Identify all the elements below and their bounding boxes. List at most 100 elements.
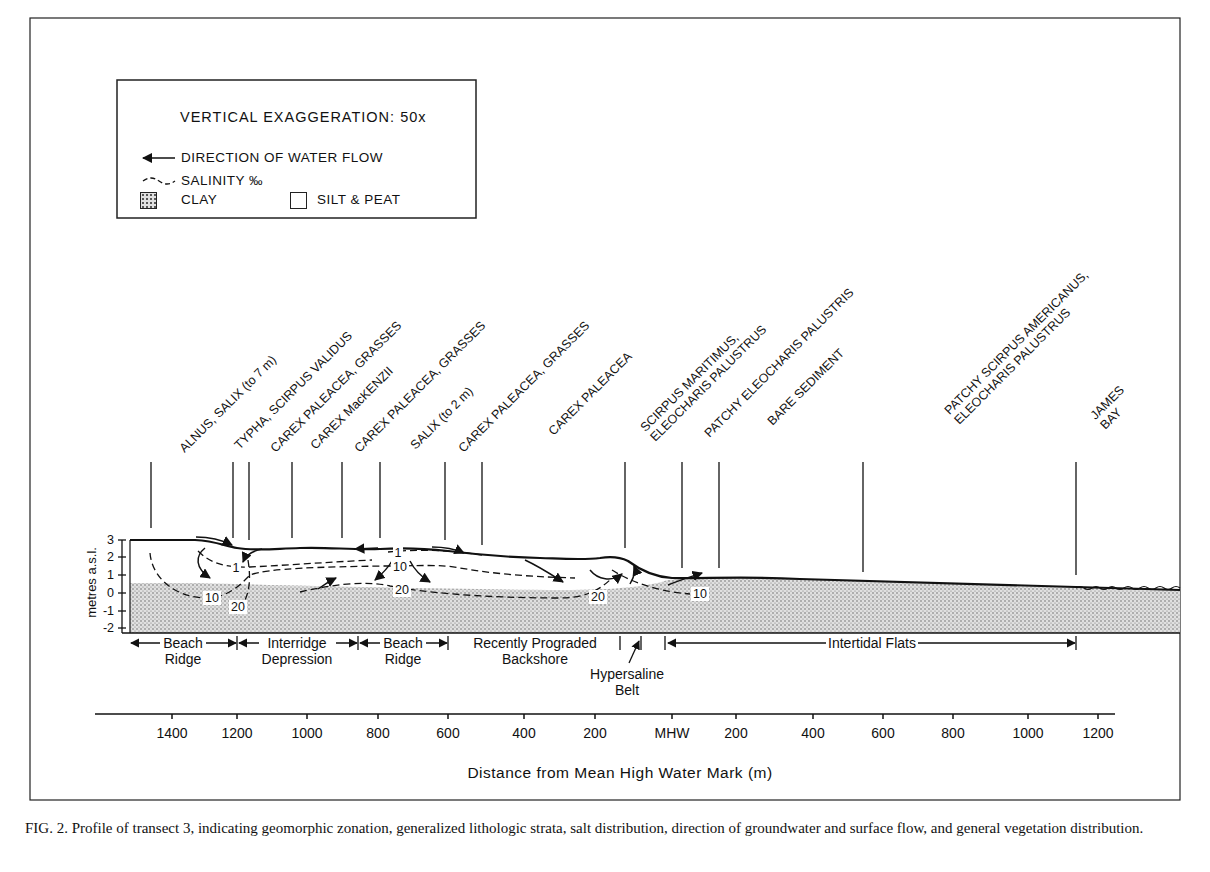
flow-arrow [668, 573, 702, 585]
zone-boundary [640, 636, 641, 650]
zone-label: Recently Prograded Backshore [470, 635, 600, 667]
axis-tick [306, 714, 308, 719]
flow-arrow [318, 578, 336, 589]
vegetation-tick [862, 462, 863, 572]
salinity-contour [300, 578, 612, 598]
flow-arrow [590, 570, 622, 579]
axis-tick [118, 627, 126, 628]
salinity-value: 1 [393, 546, 404, 560]
zone-label: Interridge Depression [259, 635, 336, 667]
zone-label: Beach Ridge [160, 635, 206, 667]
vegetation-tick [718, 462, 719, 568]
axis-tick-label: -1 [103, 604, 114, 618]
legend-label: DIRECTION OF WATER FLOW [181, 150, 383, 166]
axis-tick [1097, 714, 1099, 719]
zone-label: Beach Ridge [380, 635, 426, 667]
axis-tick-label: 3 [107, 533, 114, 547]
legend-swatch [140, 192, 157, 209]
axis-tick [447, 714, 449, 719]
axis-tick [118, 574, 126, 575]
salinity-value: 20 [393, 583, 411, 597]
salinity-value: 10 [203, 591, 221, 605]
axis-tick-label: MHW [655, 725, 690, 741]
axis-tick [118, 539, 126, 540]
axis-line [95, 713, 1115, 715]
flow-arrow [525, 560, 563, 582]
axis-line [121, 540, 122, 633]
axis-tick [377, 714, 379, 719]
legend-label: SALINITY ‰ [181, 173, 263, 189]
axis-tick-label: -2 [103, 621, 114, 635]
flow-arrow [375, 561, 392, 580]
zone-label: Intertidal Flats [826, 635, 918, 651]
figure-caption: FIG. 2. Profile of transect 3, indicatin… [25, 817, 1190, 840]
axis-title: metres a.s.l. [85, 547, 100, 618]
axis-tick [1027, 714, 1029, 719]
vegetation-tick [481, 462, 482, 545]
vegetation-tick [444, 462, 445, 540]
legend-box [117, 80, 476, 218]
vegetation-tick [232, 462, 233, 538]
vegetation-label: ALNUS, SALIX (to 7 m) [177, 352, 280, 455]
axis-title: Distance from Mean High Water Mark (m) [467, 764, 772, 782]
axis-tick-label: 1200 [221, 725, 252, 741]
zone-boundary [447, 636, 448, 650]
salinity-value: 20 [589, 590, 607, 604]
axis-tick [671, 714, 673, 719]
axis-tick [735, 714, 737, 719]
ground-surface [130, 540, 1180, 590]
flow-arrow [355, 548, 378, 549]
axis-tick-label: 400 [801, 725, 824, 741]
vegetation-tick [291, 462, 292, 538]
zone-boundary [619, 636, 620, 650]
salinity-value: 10 [691, 587, 709, 601]
salinity-contour [198, 551, 372, 567]
axis-tick-label: 800 [366, 725, 389, 741]
axis-tick [118, 610, 126, 611]
flow-arrow [630, 566, 635, 584]
flow-arrow [198, 548, 210, 578]
flow-arrow [243, 549, 262, 562]
axis-tick-label: 1200 [1082, 725, 1113, 741]
axis-tick-label: 1000 [1012, 725, 1043, 741]
flow-arrow [432, 547, 464, 553]
zone-label: Hypersaline Belt [587, 666, 667, 698]
axis-tick-label: 1 [107, 568, 114, 582]
salinity-line-sample [143, 178, 175, 184]
flow-arrow-sample [143, 157, 175, 159]
vegetation-tick [1075, 462, 1076, 575]
axis-tick [812, 714, 814, 719]
axis-tick-label: 200 [583, 725, 606, 741]
x-axis [95, 714, 1115, 719]
axis-tick [118, 556, 126, 557]
vegetation-label: CAREX PALEACEA [546, 349, 635, 438]
legend-label: SILT & PEAT [317, 192, 401, 208]
axis-tick-label: 1000 [291, 725, 322, 741]
axis-tick-label: 1400 [156, 725, 187, 741]
salinity-value: 20 [229, 600, 247, 614]
y-axis [118, 540, 126, 633]
profile-base [122, 632, 1180, 634]
axis-tick [118, 592, 126, 593]
zone-boundary [236, 636, 237, 650]
axis-tick-label: 600 [871, 725, 894, 741]
vegetation-label: PATCHY SCIRPUS AMERICANUS, ELEOCHARIS PA… [942, 266, 1104, 428]
salinity-contours [150, 550, 690, 614]
vegetation-tick [341, 462, 342, 538]
salinity-value: 1 [231, 561, 242, 575]
zone-boundary [1075, 636, 1076, 650]
zone-boundary [664, 636, 665, 650]
legend-swatch [290, 192, 307, 209]
axis-tick [594, 714, 596, 719]
figure-frame [30, 18, 1180, 800]
axis-tick-label: 800 [941, 725, 964, 741]
flow-arrow [410, 561, 430, 582]
legend-heading: VERTICAL EXAGGERATION: 50x [180, 109, 427, 126]
axis-tick-label: 0 [107, 586, 114, 600]
axis-tick [236, 714, 238, 719]
axis-tick [882, 714, 884, 719]
vegetation-tick [681, 462, 682, 568]
axis-tick-label: 200 [724, 725, 747, 741]
salinity-value: 10 [391, 560, 409, 574]
